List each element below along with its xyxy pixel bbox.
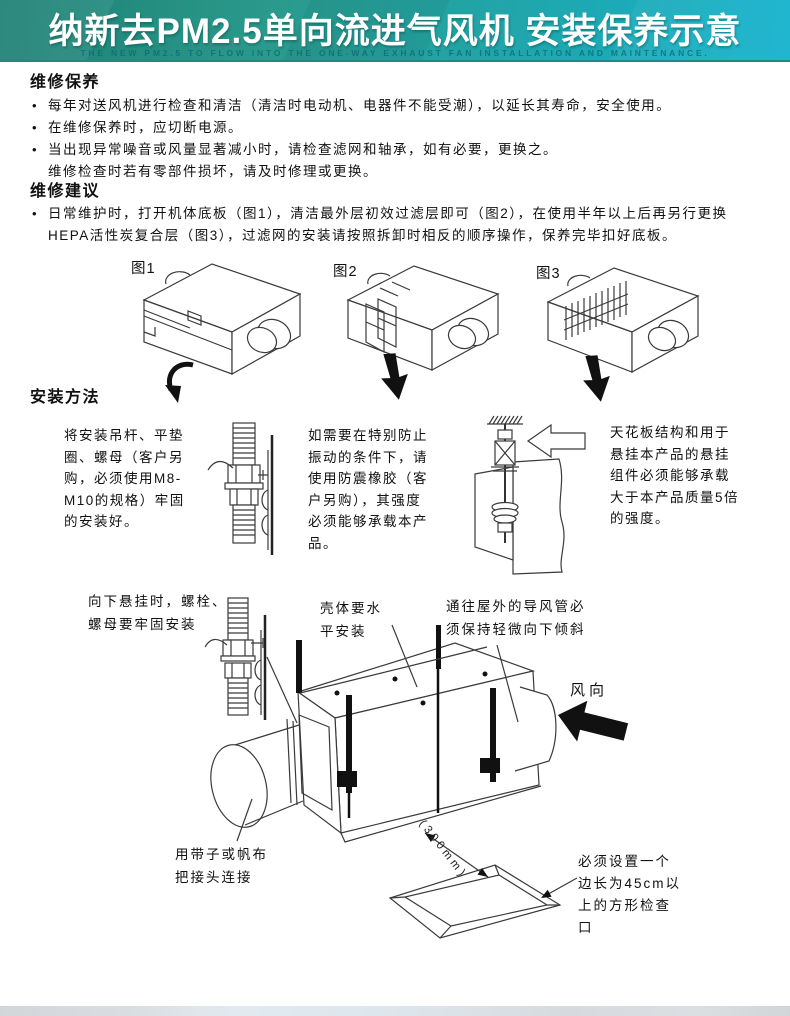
ceiling-hatch — [488, 415, 523, 425]
threaded-rod-detail — [204, 597, 298, 724]
figure-2-housing-drawing — [346, 265, 500, 372]
hex-nut — [229, 488, 259, 506]
bottom-channel-lines — [143, 309, 233, 351]
unit-body-break — [512, 458, 565, 575]
hepa-filter-hatch — [563, 281, 629, 340]
hook-bracket — [207, 460, 234, 471]
inspection-opening — [388, 864, 562, 939]
list-item: 当出现异常噪音或风量显著减小时，请检查滤网和轴承，如有必要，更换之。 — [30, 139, 775, 161]
page-bottom-strip — [0, 1006, 790, 1016]
washer — [224, 482, 264, 490]
figure-3-label: 图3 — [536, 266, 561, 282]
list-item-continuation: 维修检查时若有零部件损坏，请及时修理或更换。 — [48, 164, 378, 179]
section-heading-advice: 维修建议 — [30, 183, 101, 200]
left-duct-cylinder — [210, 718, 304, 828]
page-title: 纳新去PM2.5单向流进气风机 安装保养示意 — [48, 12, 742, 51]
down-arrow-icon — [583, 355, 610, 402]
hanging-rods — [296, 625, 500, 818]
left-arrow-outline-icon — [526, 423, 586, 459]
threaded-rod-drawing — [207, 422, 274, 555]
annotation-duct-slope: 通往屋外的导风管必 须保持轻微向下倾斜 — [446, 599, 586, 637]
duct-flange — [298, 714, 333, 812]
hex-nut — [497, 522, 513, 533]
rotate-arrow-icon — [165, 361, 194, 403]
down-arrow-icon — [381, 353, 408, 400]
list-item: 每年对送风机进行检查和清洁（清洁时电动机、电器件不能受潮），以延长其寿命，安全使… — [30, 95, 775, 117]
advice-list-item: 日常维护时，打开机体底板（图1），清洁最外层初效过滤层即可（图2），在使用半年以… — [30, 203, 780, 247]
ceiling-hanger-drawing — [474, 415, 586, 575]
figure-3-housing-drawing — [546, 267, 700, 374]
install-step-3-text: 天花板结构和用于 悬挂本产品的悬挂 组件必须能够承载 大于本产品质量5倍 的强度… — [610, 425, 740, 526]
canvas-joint — [286, 718, 298, 806]
section-heading-installation: 安装方法 — [30, 389, 101, 406]
leader-lines — [236, 624, 519, 842]
install-step-2-text: 如需要在特别防止 振动的条件下，请 使用防震橡胶（客 户另购），其强度 必须能够… — [308, 428, 428, 551]
annotation-level-install: 壳体要水 平安装 — [320, 601, 382, 639]
leader-line — [266, 656, 298, 724]
filter-panel — [377, 298, 397, 348]
wind-direction-arrow-icon — [557, 700, 629, 742]
list-item: 在维修保养时，应切断电源。 — [30, 117, 775, 139]
dimension-arrow — [424, 832, 489, 878]
top-duct-arc — [165, 271, 191, 285]
figure-2-label: 图2 — [333, 264, 358, 280]
annotation-arrow — [541, 877, 578, 898]
figure-1-label: 图1 — [131, 261, 156, 277]
maintenance-list: 每年对送风机进行检查和清洁（清洁时电动机、电器件不能受潮），以延长其寿命，安全使… — [30, 95, 775, 183]
figure-1-housing-drawing — [142, 263, 302, 376]
install-step-1-text: 将安装吊杆、平垫 圈、螺母（客户另 购，必须使用M8- M10的规格）牢固 的安… — [64, 428, 185, 529]
annotation-inspection-port: 必须设置一个 边长为45cm以 上的方形检查 口 — [578, 854, 682, 935]
rubber-bumps — [261, 489, 269, 536]
header-banner: 纳新去PM2.5单向流进气风机 安装保养示意 THE NEW PM2.5 TO … — [0, 0, 790, 62]
annotation-joint-connect: 用带子或帆布 把接头连接 — [175, 847, 268, 885]
annotation-hang-down: 向下悬挂时，螺栓、 螺母要牢固安装 — [88, 594, 228, 632]
right-duct-cylinder — [514, 686, 557, 772]
unit-installation-diagram — [204, 597, 629, 939]
page-subtitle: THE NEW PM2.5 TO FLOW INTO THE ONE-WAY E… — [80, 48, 710, 58]
bottom-lip — [340, 785, 542, 843]
section-heading-maintenance: 维修保养 — [30, 74, 101, 91]
wind-direction-label: 风向 — [570, 682, 609, 699]
